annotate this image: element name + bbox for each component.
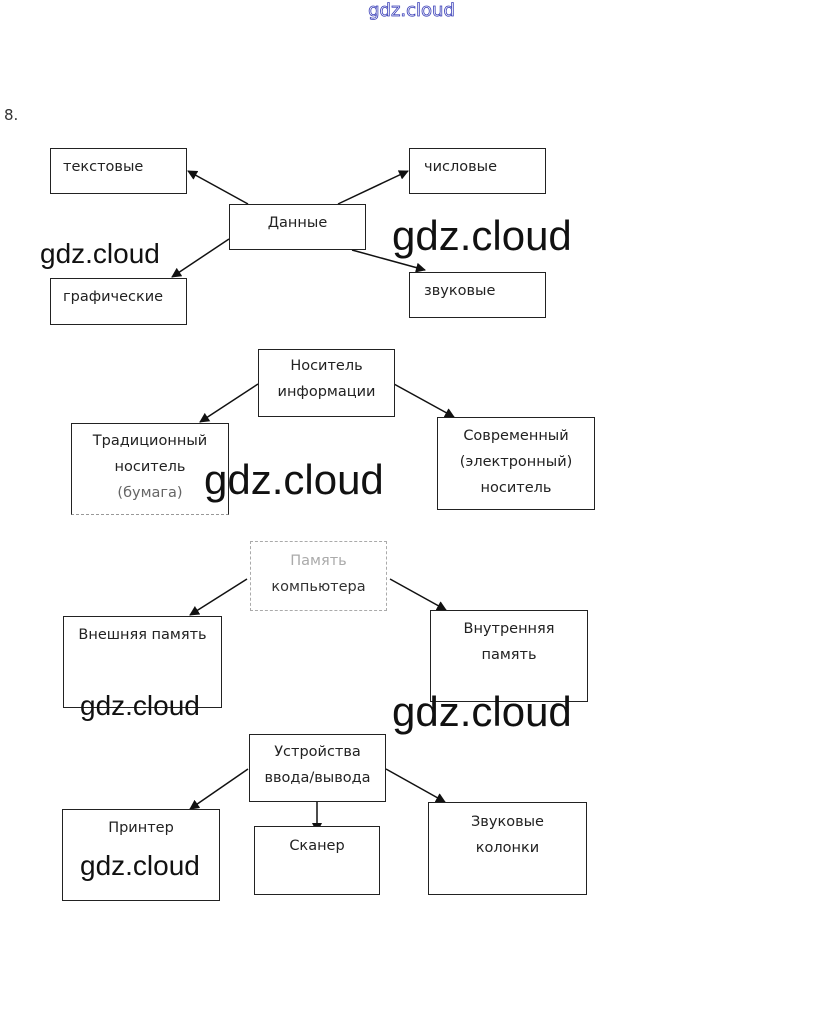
node-memory-root: Память компьютера <box>250 541 387 611</box>
arrow-data-to-graphic <box>171 238 230 278</box>
node-label-line: Сканер <box>289 838 345 854</box>
node-label-line: Традиционный <box>92 433 208 449</box>
node-scanner: Сканер <box>254 826 380 895</box>
node-label-line: Память <box>290 553 347 569</box>
arrow-carrier-to-traditional <box>199 383 259 423</box>
node-label-line: носитель <box>480 480 552 496</box>
node-label-line: Внешняя память <box>78 627 207 643</box>
node-graphic-data: графические <box>50 278 187 325</box>
arrow-data-to-text <box>187 170 249 205</box>
node-label-line: (электронный) <box>459 454 573 470</box>
node-io-devices-root: Устройства ввода/вывода <box>249 734 386 802</box>
arrow-carrier-to-modern <box>393 383 455 418</box>
arrow-data-to-sound <box>351 249 426 273</box>
node-modern-carrier: Современный (электронный) носитель <box>437 417 595 510</box>
node-label-line: Современный <box>463 428 569 444</box>
node-label-line: Устройства <box>274 744 361 760</box>
node-label-line: память <box>481 647 537 663</box>
node-label-line: Внутренняя <box>463 621 555 637</box>
node-label: Данные <box>267 215 328 231</box>
node-traditional-carrier: Традиционный носитель (бумага) <box>71 423 229 515</box>
arrow-io-to-speakers <box>385 768 446 803</box>
arrow-data-to-numeric <box>337 170 409 205</box>
node-label-line: Звуковые <box>471 814 544 830</box>
node-numeric-data: числовые <box>409 148 546 194</box>
node-printer: Принтер <box>62 809 220 901</box>
arrow-memory-to-external <box>189 578 248 616</box>
watermark: gdz.cloud <box>392 688 572 735</box>
arrow-memory-to-internal <box>389 578 447 611</box>
watermark: gdz.cloud <box>80 850 200 881</box>
node-label-line: колонки <box>475 840 540 856</box>
node-internal-memory: Внутренняя память <box>430 610 588 702</box>
node-external-memory: Внешняя память <box>63 616 222 708</box>
node-label: звуковые <box>424 283 496 299</box>
node-label-line: информации <box>277 384 376 400</box>
watermark: gdz.cloud <box>392 212 572 259</box>
task-number: 8. <box>4 106 19 124</box>
node-label-line: Носитель <box>290 358 363 374</box>
node-label-line: ввода/вывода <box>264 770 371 786</box>
node-text-data: текстовые <box>50 148 187 194</box>
node-speakers: Звуковые колонки <box>428 802 587 895</box>
arrow-io-to-printer <box>189 768 249 810</box>
node-label-line: Принтер <box>108 820 174 836</box>
node-label: текстовые <box>63 159 144 175</box>
watermark: gdz.cloud <box>40 238 160 269</box>
node-label-line: (бумага) <box>117 485 183 501</box>
node-label: графические <box>63 289 164 305</box>
node-label: числовые <box>424 159 498 175</box>
node-carrier-root: Носитель информации <box>258 349 395 417</box>
watermark: gdz.cloud <box>80 690 200 721</box>
node-data-root: Данные <box>229 204 366 250</box>
site-watermark-header: gdz.cloud <box>368 0 456 21</box>
watermark: gdz.cloud <box>204 456 384 503</box>
node-label-line: компьютера <box>271 579 366 595</box>
node-label-line: носитель <box>114 459 186 475</box>
node-sound-data: звуковые <box>409 272 546 318</box>
